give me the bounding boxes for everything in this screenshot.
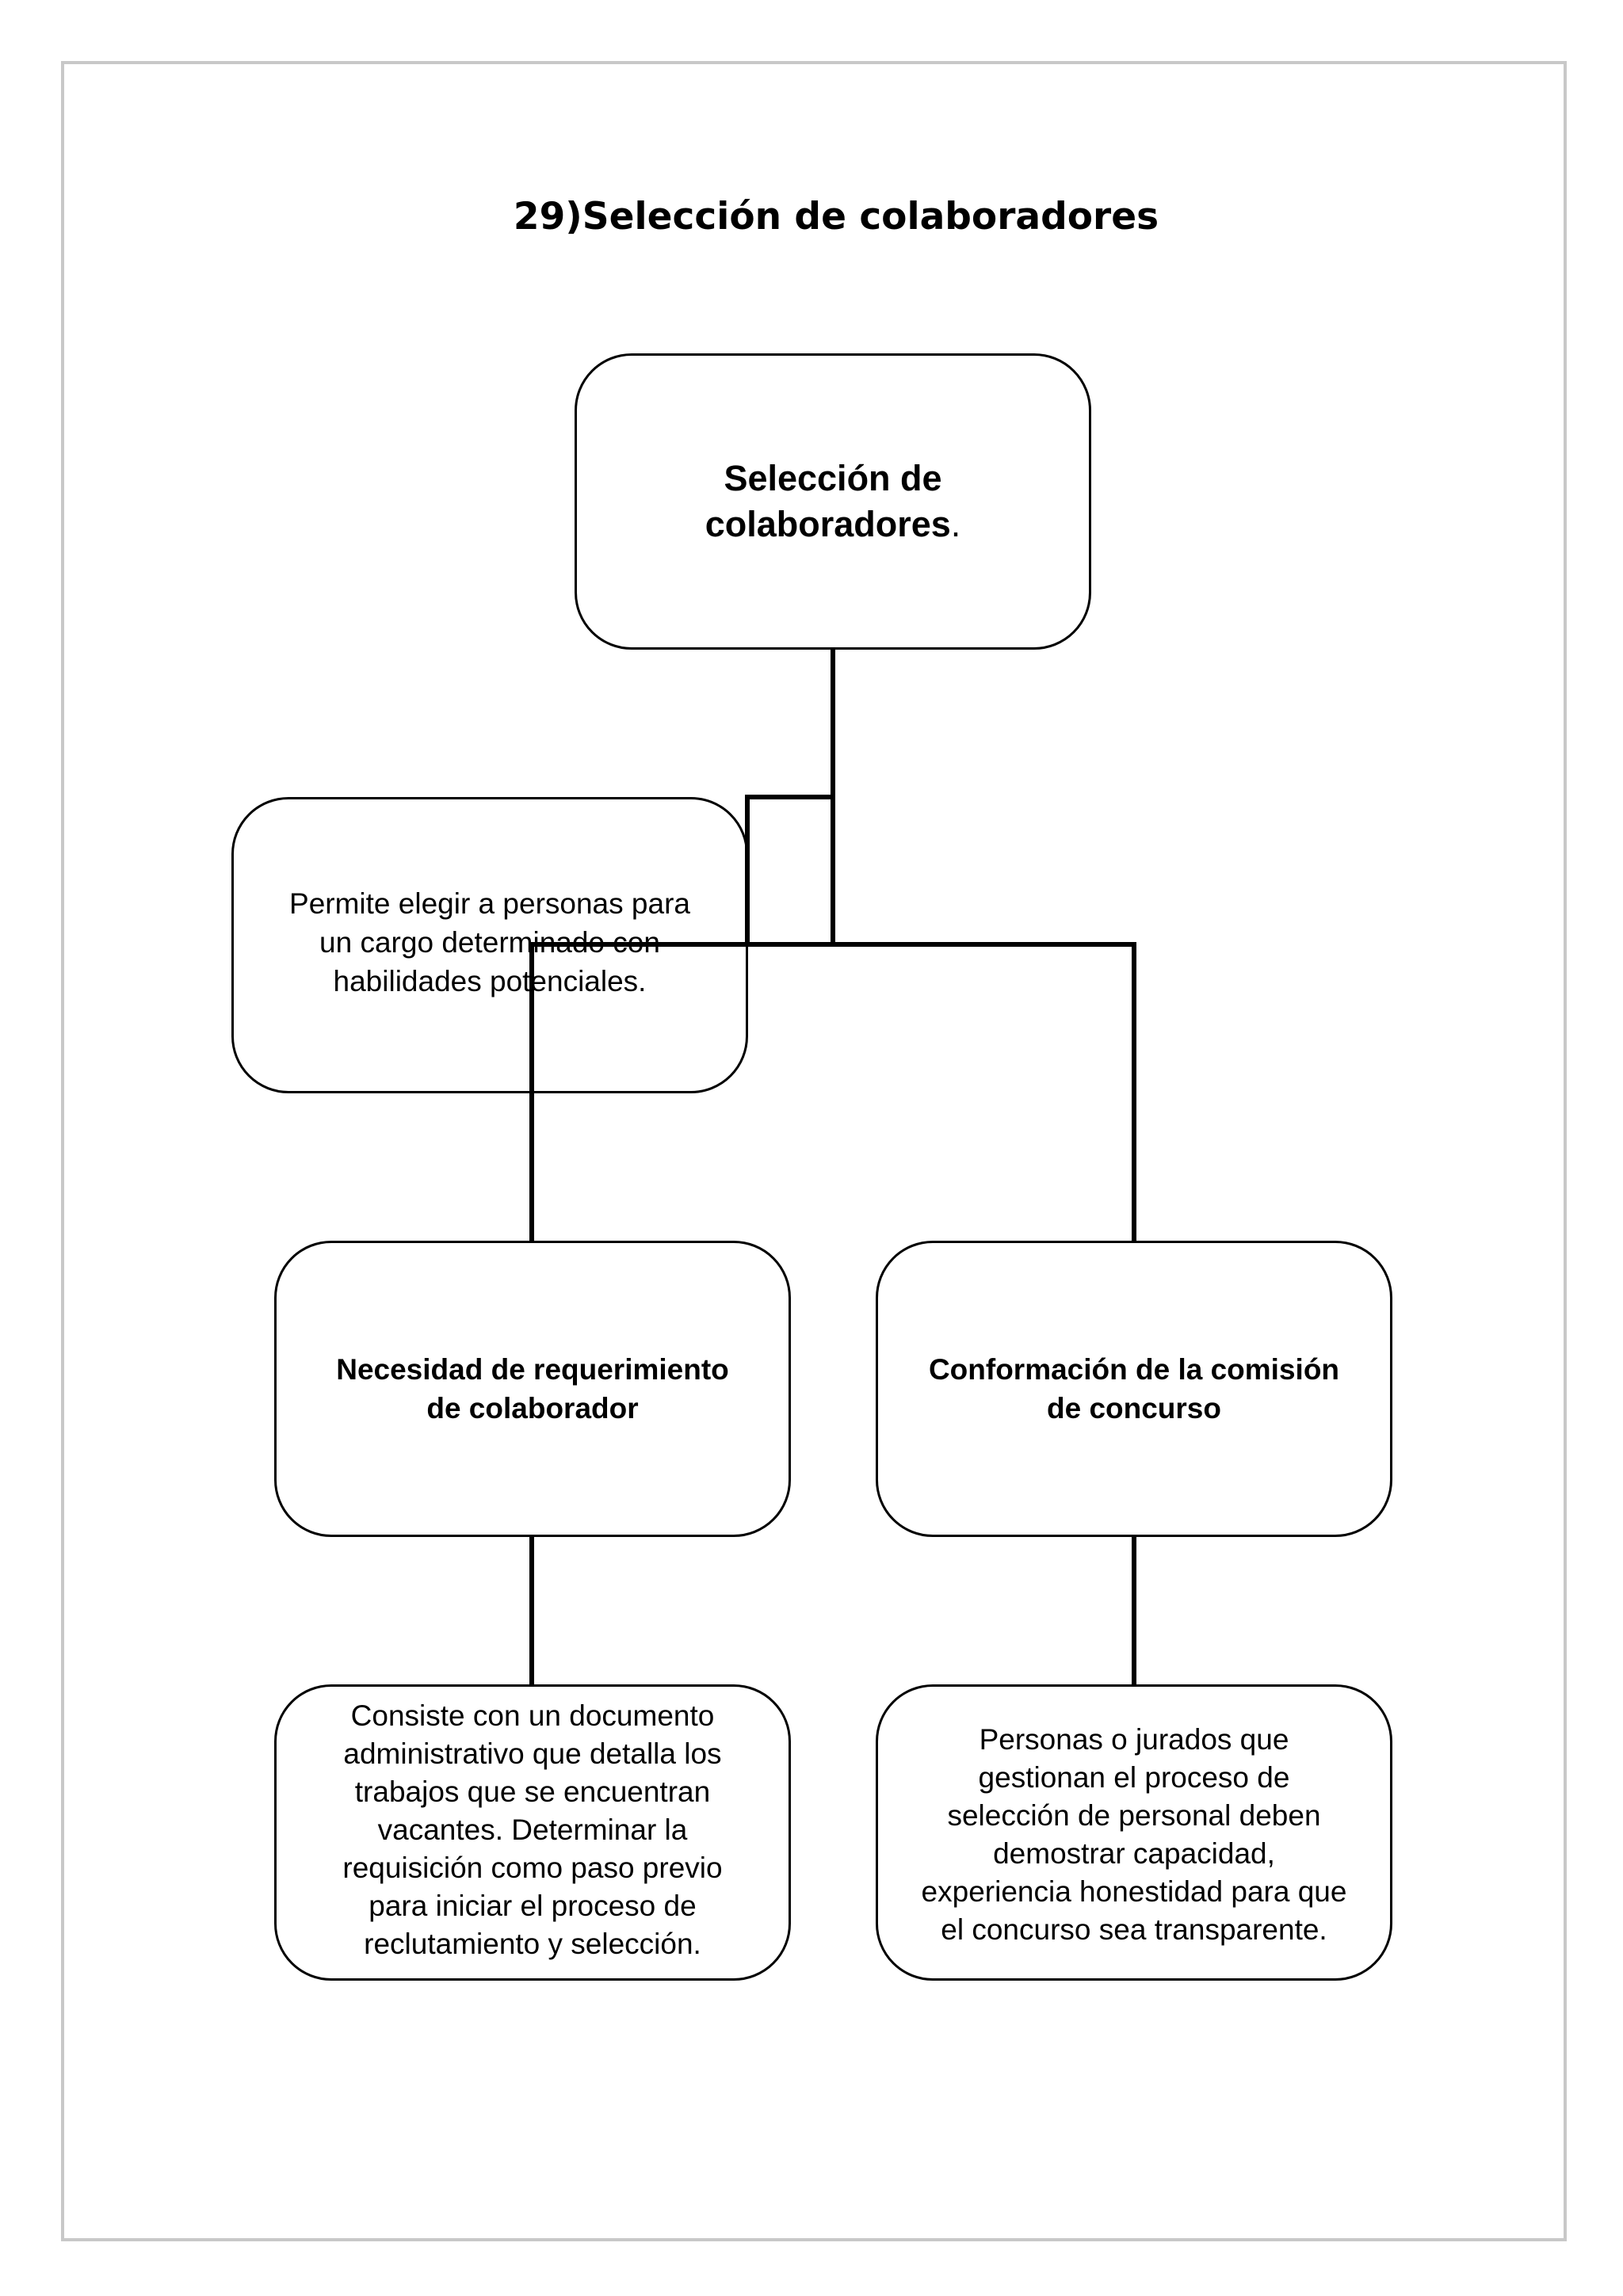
detail-node-commission-text: Personas o jurados que gestionan el proc… (921, 1723, 1347, 1946)
branch-node-need-label: Necesidad de requerimiento de colaborado… (336, 1353, 729, 1425)
definition-node: Permite elegir a personas para un cargo … (231, 797, 748, 1093)
branch-node-commission: Conformación de la comisión de concurso (876, 1241, 1392, 1537)
root-node-label: Selección de colaboradores (705, 458, 951, 544)
root-node-suffix: . (950, 504, 961, 544)
detail-node-commission: Personas o jurados que gestionan el proc… (876, 1684, 1392, 1981)
root-node: Selección de colaboradores. (575, 353, 1091, 650)
page-title: 29)Selección de colaboradores (513, 195, 1159, 238)
definition-node-text: Permite elegir a personas para un cargo … (289, 887, 690, 997)
branch-node-commission-label: Conformación de la comisión de concurso (928, 1353, 1340, 1425)
detail-node-need-text: Consiste con un documento administrativo… (342, 1699, 723, 1960)
connector-definition-link (745, 795, 835, 947)
branch-node-need: Necesidad de requerimiento de colaborado… (274, 1241, 791, 1537)
page-frame (61, 61, 1567, 2241)
detail-node-need: Consiste con un documento administrativo… (274, 1684, 791, 1981)
